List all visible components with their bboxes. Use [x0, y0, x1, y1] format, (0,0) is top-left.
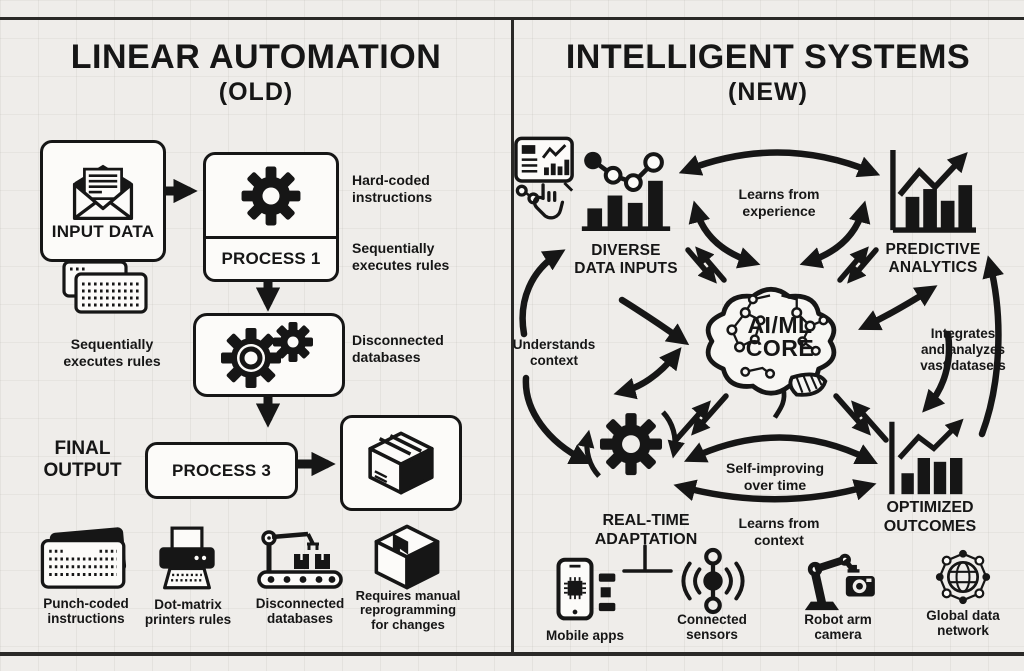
predictive-chart-icon	[890, 149, 976, 233]
legend-label: Disconnected databases	[255, 596, 345, 627]
process2-gears-box	[193, 313, 345, 397]
dot-matrix-printer-icon	[159, 526, 215, 590]
legend-label: Global data network	[926, 608, 1000, 639]
node-real-time-adaptation: REAL-TIME ADAPTATION	[594, 512, 698, 548]
note-hard-coded: Hard-coded instructions	[352, 172, 433, 205]
left-panel-title: LINEAR AUTOMATION	[70, 38, 442, 76]
legend-label: Robot arm camera	[804, 612, 872, 643]
mobile-apps-icon	[556, 557, 616, 621]
process3-box: PROCESS 3	[145, 442, 298, 499]
edge-integrates: Integrates and analyzes vast datasets	[920, 326, 1006, 373]
left-panel-subtitle: (OLD)	[218, 78, 294, 106]
robot-arm-camera-icon	[804, 553, 875, 611]
edge-self-improving: Self-improving over time	[725, 460, 824, 493]
connected-sensors-icon	[681, 547, 745, 615]
note-sequential-left: Sequentially executes rules	[63, 336, 161, 369]
final-output-label: FINAL OUTPUT	[43, 438, 122, 482]
final-output-box	[340, 415, 462, 511]
right-panel-subtitle: (NEW)	[728, 78, 808, 106]
legend-label: Connected sensors	[677, 612, 747, 643]
gear-icon	[241, 166, 301, 225]
legend-label: Requires manual reprogramming for change…	[355, 588, 461, 632]
right-panel-title: INTELLIGENT SYSTEMS	[565, 38, 971, 76]
legend-label: Punch-coded instructions	[43, 596, 129, 627]
scatter-bars-icon	[581, 151, 671, 231]
global-data-network-icon	[935, 549, 991, 605]
edge-understands-context: Understands context	[512, 337, 596, 368]
process1-label: PROCESS 1	[221, 249, 321, 268]
panel-divider	[511, 17, 514, 656]
adaptive-gear-icon	[577, 410, 685, 478]
node-predictive-analytics: PREDICTIVE ANALYTICS	[885, 241, 981, 277]
optimized-chart-icon	[889, 418, 964, 495]
dashboard-click-icon	[514, 136, 574, 220]
double-gear-icon	[221, 322, 313, 388]
shipping-box-icon	[368, 431, 434, 495]
envelope-icon	[72, 164, 134, 220]
punch-card-icon	[40, 527, 127, 589]
legend-label: Mobile apps	[545, 628, 624, 643]
process3-label: PROCESS 3	[171, 460, 272, 480]
punch-cards-icon	[62, 260, 148, 314]
node-optimized-outcomes: OPTIMIZED OUTCOMES	[883, 499, 977, 535]
node-diverse-data-inputs: DIVERSE DATA INPUTS	[574, 242, 678, 278]
legend-label: Dot-matrix printers rules	[144, 597, 232, 628]
process1-box: PROCESS 1	[203, 152, 339, 282]
ai-brain-icon	[705, 286, 837, 419]
edge-learns-from-context: Learns from context	[738, 515, 820, 548]
note-sequential-right: Sequentially executes rules	[352, 240, 450, 273]
input-data-label: INPUT DATA	[51, 222, 155, 241]
package-box-icon	[374, 524, 440, 590]
ai-core-label: AI/ML CORE	[745, 312, 815, 361]
input-data-box: INPUT DATA	[40, 140, 166, 262]
note-disconnected: Disconnected databases	[352, 332, 444, 365]
conveyor-icon	[257, 530, 343, 589]
edge-learns-from-experience: Learns from experience	[738, 186, 820, 219]
